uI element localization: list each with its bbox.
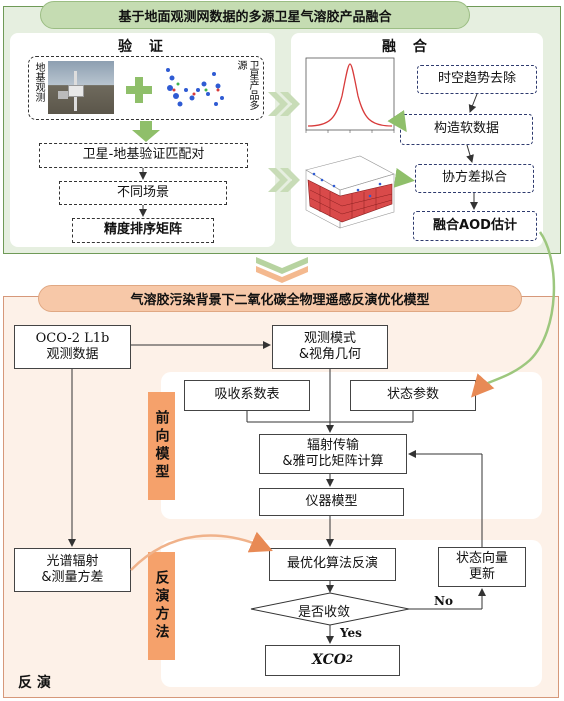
absorption-table-box: 吸收系数表: [184, 380, 310, 411]
gaussian-curve-plot: [305, 57, 395, 133]
bottom-banner-text: 气溶胶污染背景下二氧化碳全物理遥感反演优化模型: [130, 293, 430, 308]
top-banner-text: 基于地面观测网数据的多源卫星气溶胶产品融合: [118, 9, 392, 25]
covariance-surface-plot: [305, 155, 395, 229]
bottom-banner: 气溶胶污染背景下二氧化碳全物理遥感反演优化模型: [38, 285, 522, 312]
forward-model-tab: 前向模型: [148, 392, 175, 500]
oco2-data-box: OCO-2 L1b 观测数据: [14, 325, 131, 369]
radiative-transfer-box: 辐射传输 &雅可比矩阵计算: [259, 434, 407, 474]
covariance-fit-box: 协方差拟合: [415, 164, 534, 193]
state-update-box: 状态向量 更新: [438, 547, 526, 587]
optimization-box: 最优化算法反演: [269, 548, 396, 581]
section-down-arrow: [256, 257, 308, 283]
no-label: No: [434, 594, 453, 608]
inversion-tab-text: 反演方法: [153, 570, 170, 642]
state-params-box: 状态参数: [350, 380, 476, 411]
forward-model-tab-text: 前向模型: [153, 410, 170, 482]
corner-label: 反 演: [18, 675, 51, 691]
converge-label: 是否收敛: [298, 605, 351, 620]
instrument-model-box: 仪器模型: [259, 488, 404, 516]
yes-label: Yes: [340, 626, 362, 640]
ground-obs-label: 地基观测: [33, 62, 44, 102]
accuracy-matrix-box: 精度排序矩阵: [72, 218, 214, 243]
validation-title: 验 证: [118, 39, 169, 55]
inversion-tab: 反演方法: [148, 552, 175, 660]
spectral-radiance-box: 光谱辐射 &测量方差: [14, 548, 131, 592]
top-banner: 基于地面观测网数据的多源卫星气溶胶产品融合: [40, 1, 470, 29]
fusion-title: 融 合: [382, 39, 433, 55]
ground-station-photo: [48, 61, 114, 114]
satellite-products-label: 卫星产品多源: [235, 60, 258, 110]
satellite-maps-image: [166, 68, 224, 107]
trend-removal-box: 时空趋势去除: [417, 65, 537, 94]
sat-ground-match-box: 卫星-地基验证匹配对: [39, 143, 248, 168]
scenario-box: 不同场景: [59, 181, 227, 205]
obs-mode-box: 观测模式 &视角几何: [272, 325, 388, 369]
plus-icon: [126, 77, 152, 103]
fused-aod-box: 融合AOD估计: [413, 211, 537, 241]
input-images-group: [28, 56, 264, 120]
soft-data-box: 构造软数据: [400, 114, 533, 145]
